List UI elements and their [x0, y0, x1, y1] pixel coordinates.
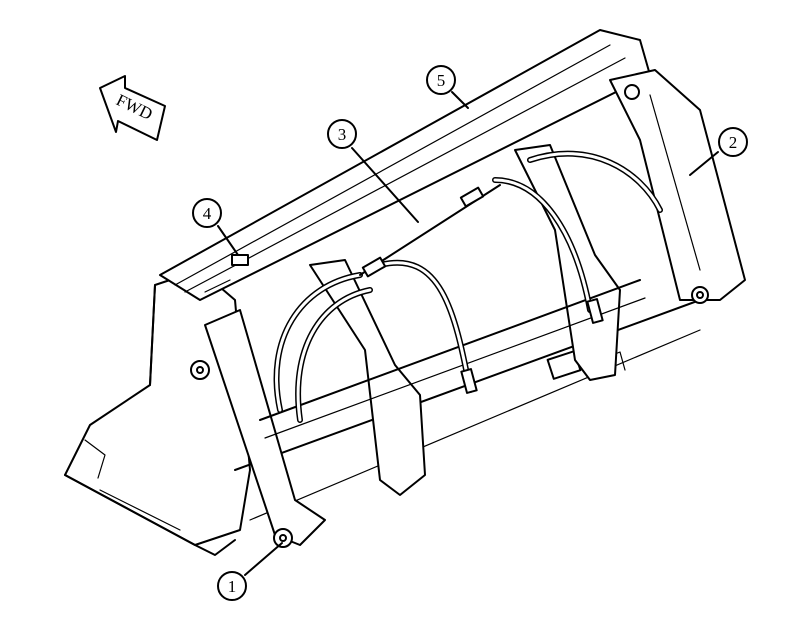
- callout-5: 5: [426, 65, 456, 95]
- top-frame: [159, 29, 651, 301]
- right-frame: [609, 69, 746, 304]
- fwd-arrow: FWD: [99, 75, 166, 141]
- callout-2: 2: [718, 127, 748, 157]
- hydraulic-hoses: [273, 150, 663, 423]
- tag-plate: [231, 254, 249, 266]
- callout-4-number: 4: [203, 204, 212, 223]
- callout-2-number: 2: [729, 133, 738, 152]
- leader-lines: [217, 91, 719, 576]
- callout-4: 4: [192, 198, 222, 228]
- callout-1-number: 1: [228, 577, 237, 596]
- callout-5-number: 5: [437, 71, 446, 90]
- callout-3-number: 3: [338, 125, 347, 144]
- callout-3: 3: [327, 119, 357, 149]
- mount-brackets: [190, 144, 646, 548]
- callout-1: 1: [217, 571, 247, 601]
